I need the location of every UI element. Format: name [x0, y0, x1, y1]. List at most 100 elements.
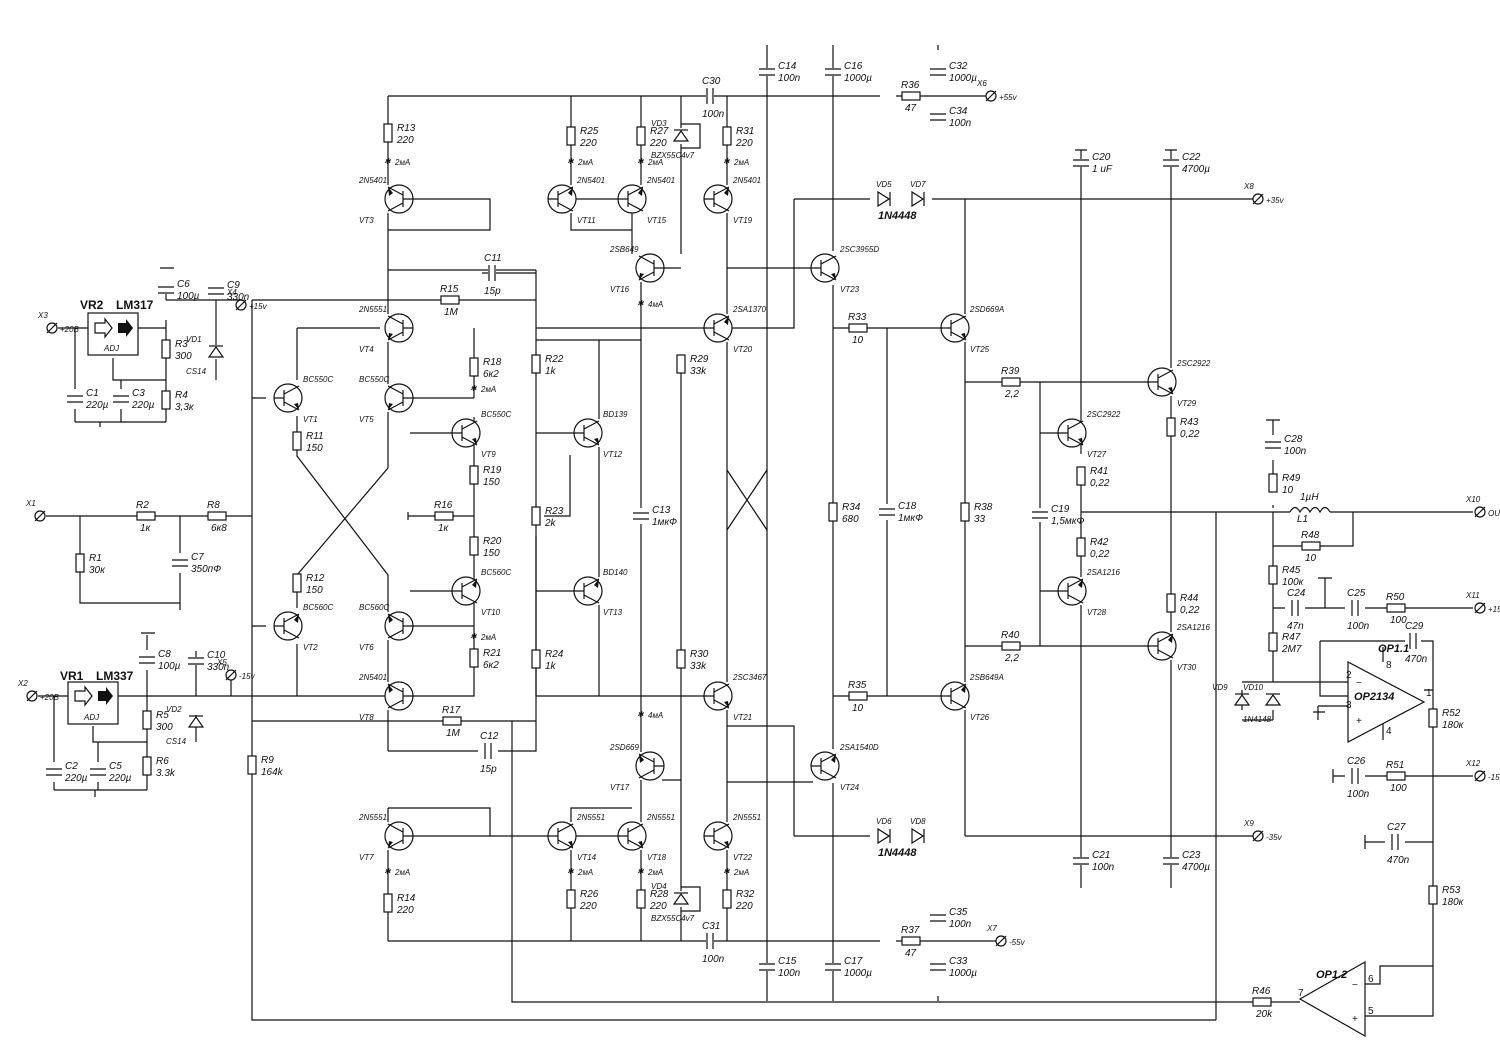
r52-body	[1428, 708, 1438, 728]
c19-label: C19	[1051, 504, 1070, 515]
c23-label: C23	[1182, 850, 1201, 861]
r32-value: 220	[735, 901, 753, 912]
c14-value: 100n	[778, 73, 801, 84]
vt11-leads	[548, 186, 574, 212]
c16-gap	[824, 68, 842, 76]
current-star-icon: ✱	[637, 299, 645, 308]
vt9-arrow	[472, 438, 477, 445]
c1-value: 220µ	[85, 400, 109, 411]
vt16-part: 2SB649	[609, 245, 639, 254]
vt30-label: VT30	[1177, 663, 1197, 672]
r45-value: 100к	[1282, 577, 1305, 588]
op1-part: OP2134	[1354, 691, 1394, 703]
x12-value: -15v	[1488, 773, 1500, 782]
vr1-label: VR1	[60, 669, 84, 683]
x6-slash	[985, 90, 997, 102]
x5-label: X5	[216, 658, 227, 667]
r36-label: R36	[901, 80, 920, 91]
diode-layer: VD1CS14VD2CS14VD3BZX55C4v7VD4BZX55C4v7VD…	[166, 119, 1282, 923]
r6-label: R6	[156, 756, 169, 767]
r23-body	[531, 506, 541, 526]
vt8-arrow	[388, 684, 393, 693]
vt13-part: BD140	[603, 568, 628, 577]
c18-plates	[879, 508, 895, 516]
c5-value: 220µ	[108, 773, 132, 784]
c32-plates	[930, 68, 946, 76]
c3-gap	[112, 395, 130, 403]
r22-body	[531, 354, 541, 374]
r48-body	[1301, 541, 1321, 551]
r17-body	[442, 716, 462, 726]
c22-plates	[1163, 159, 1179, 167]
c32-label: C32	[949, 61, 968, 72]
vt13-label: VT13	[603, 608, 623, 617]
c29-plates	[1409, 633, 1417, 649]
current-note-7: ✱2мА	[470, 632, 496, 642]
vr2-chip: LM317	[116, 298, 154, 312]
c18-label: C18	[898, 501, 917, 512]
vt30-part: 2SA1216	[1176, 623, 1210, 632]
c30-label: C30	[702, 76, 721, 87]
r38-label: R38	[974, 502, 993, 513]
r43-label: R43	[1180, 417, 1199, 428]
c11-value: 15p	[484, 286, 501, 297]
vt26-label: VT26	[970, 713, 990, 722]
r33-value: 10	[852, 335, 864, 346]
x10-label: X10	[1465, 495, 1481, 504]
c26-value: 100n	[1347, 789, 1370, 800]
vt5-label: VT5	[359, 415, 374, 424]
r49-value: 10	[1282, 485, 1294, 496]
vr1-chip: LM337	[96, 669, 134, 683]
c22-value: 4700µ	[1182, 164, 1210, 175]
vt26-arrow	[961, 684, 966, 693]
vt21-part: 2SC3467	[732, 673, 767, 682]
r41-value: 0,22	[1090, 478, 1110, 489]
r35-label: R35	[848, 680, 867, 691]
r47-value: 2M7	[1281, 644, 1302, 655]
r32-body	[722, 889, 732, 909]
current-value: 2мА	[394, 158, 410, 167]
x8-value: +35v	[1266, 196, 1285, 205]
c17-gap	[824, 963, 842, 971]
r49-body	[1268, 473, 1278, 493]
r11-value: 150	[306, 443, 323, 454]
vt8-leads	[387, 683, 413, 709]
r52-label: R52	[1442, 708, 1461, 719]
vt3-leads	[387, 186, 413, 212]
vt21-label: VT21	[733, 713, 752, 722]
vt22-leads	[704, 823, 730, 849]
vt16-leads	[638, 255, 664, 281]
x4-value: +15v	[249, 302, 268, 311]
vt24-label: VT24	[840, 783, 860, 792]
vt4-label: VT4	[359, 345, 374, 354]
r16-body	[434, 511, 454, 521]
c10-plates	[188, 657, 204, 665]
r44-body	[1166, 593, 1176, 613]
r17-value: 1M	[446, 728, 461, 739]
vd4-part: BZX55C4v7	[651, 914, 695, 923]
c6-gap	[157, 286, 175, 294]
current-star-icon: ✱	[637, 867, 645, 876]
vt30-leads	[1148, 633, 1174, 659]
